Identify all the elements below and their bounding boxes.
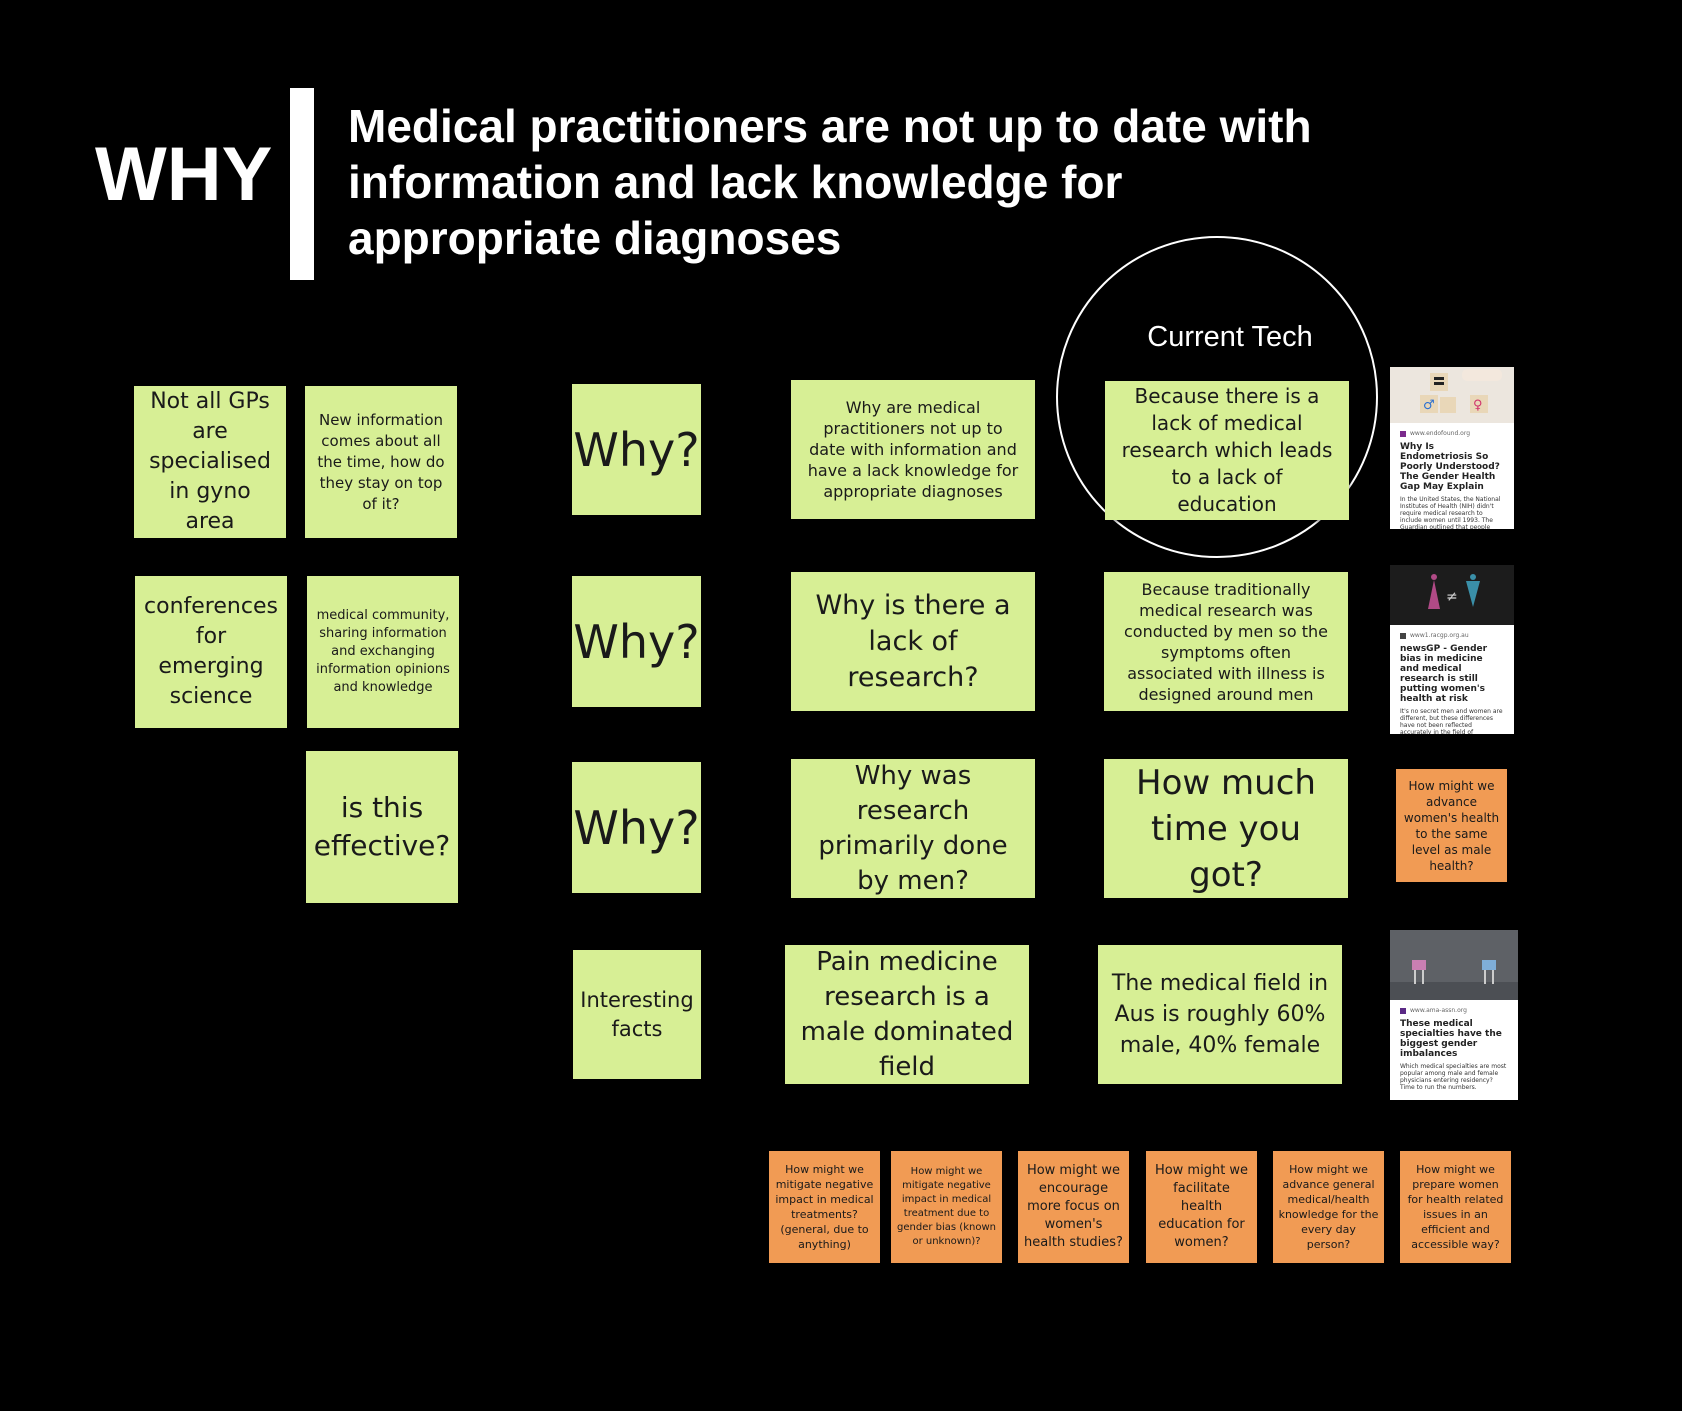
svg-text:≠: ≠ xyxy=(1446,589,1458,605)
current-tech-label: Current Tech xyxy=(1147,321,1313,353)
hmw-note-5[interactable]: How might we advance general medical/hea… xyxy=(1273,1151,1384,1263)
sticky-note-why-1[interactable]: Why? xyxy=(572,384,701,515)
sticky-note-new-info[interactable]: New information comes about all the time… xyxy=(305,386,457,538)
link-card-racgp[interactable]: ≠ www1.racgp.org.au newsGP - Gender bias… xyxy=(1390,565,1514,734)
sticky-note-conferences[interactable]: conferences for emerging science xyxy=(135,576,287,728)
svg-text:♀: ♀ xyxy=(1473,398,1483,413)
link-card-ama[interactable]: www.ama-assn.org These medical specialti… xyxy=(1390,930,1518,1100)
why-label: WHY xyxy=(95,132,273,217)
card-title: newsGP - Gender bias in medicine and med… xyxy=(1400,644,1488,704)
sticky-note-question-1[interactable]: Why are medical practitioners not up to … xyxy=(791,380,1035,519)
title-divider xyxy=(290,88,314,280)
card-title: Why Is Endometriosis So Poorly Understoo… xyxy=(1400,442,1500,492)
sticky-note-answer-1[interactable]: Because there is a lack of medical resea… xyxy=(1105,381,1349,520)
sticky-note-why-3[interactable]: Why? xyxy=(572,762,701,893)
card-url: www.ama-assn.org xyxy=(1410,1007,1467,1014)
card-title: These medical specialties have the bigge… xyxy=(1400,1019,1502,1059)
sticky-note-gps[interactable]: Not all GPs are specialised in gyno area xyxy=(134,386,286,538)
sticky-note-medical-field-stats[interactable]: The medical field in Aus is roughly 60% … xyxy=(1098,945,1342,1084)
hmw-note-advance-womens-health[interactable]: How might we advance women's health to t… xyxy=(1396,769,1507,882)
card-url: www1.racgp.org.au xyxy=(1410,632,1469,639)
sticky-note-question-2[interactable]: Why is there a lack of research? xyxy=(791,572,1035,711)
hmw-note-6[interactable]: How might we prepare women for health re… xyxy=(1400,1151,1511,1263)
sticky-note-why-2[interactable]: Why? xyxy=(572,576,701,707)
favicon-icon xyxy=(1400,632,1406,639)
hmw-note-1[interactable]: How might we mitigate negative impact in… xyxy=(769,1151,880,1263)
hmw-note-2[interactable]: How might we mitigate negative impact in… xyxy=(891,1151,1002,1263)
favicon-icon xyxy=(1400,1007,1406,1014)
card-url: www.endofound.org xyxy=(1410,430,1470,437)
sticky-note-pain-medicine[interactable]: Pain medicine research is a male dominat… xyxy=(785,945,1029,1084)
sticky-note-interesting-facts[interactable]: Interesting facts xyxy=(573,950,701,1079)
sticky-note-answer-2[interactable]: Because traditionally medical research w… xyxy=(1104,572,1348,711)
hmw-note-3[interactable]: How might we encourage more focus on wom… xyxy=(1018,1151,1129,1263)
card-image-gender-unequal: ≠ xyxy=(1390,565,1514,625)
card-image-chairs xyxy=(1390,930,1518,1000)
hmw-note-4[interactable]: How might we facilitate health education… xyxy=(1146,1151,1257,1263)
card-description: In the United States, the National Insti… xyxy=(1400,496,1501,529)
svg-text:♂: ♂ xyxy=(1423,398,1435,413)
favicon-icon xyxy=(1400,430,1406,437)
sticky-note-question-3[interactable]: Why was research primarily done by men? xyxy=(791,759,1035,898)
card-description: Which medical specialties are most popul… xyxy=(1400,1063,1507,1091)
card-image-gender-blocks: ♂ ♀ xyxy=(1390,367,1514,423)
card-description: It's no secret men and women are differe… xyxy=(1400,708,1503,734)
link-card-endofound[interactable]: ♂ ♀ www.endofound.org Why Is Endometrios… xyxy=(1390,367,1514,529)
sticky-note-effective[interactable]: is this effective? xyxy=(306,751,458,903)
main-title: Medical practitioners are not up to date… xyxy=(348,100,1312,264)
current-tech-circle xyxy=(1056,236,1378,558)
sticky-note-medical-community[interactable]: medical community, sharing information a… xyxy=(307,576,459,728)
sticky-note-answer-3[interactable]: How much time you got? xyxy=(1104,759,1348,898)
